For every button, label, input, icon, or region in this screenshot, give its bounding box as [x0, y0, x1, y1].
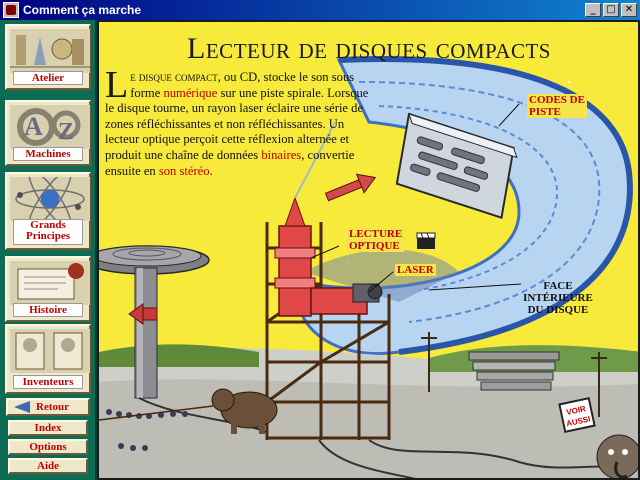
body-text-2: , stocke le son sous forme	[130, 70, 355, 100]
label-codes-line1: CODES DE	[529, 94, 585, 106]
link-numerique[interactable]: numérique	[163, 85, 218, 100]
body-lead: e disque compact	[130, 70, 218, 84]
label-lecture-line2: OPTIQUE	[349, 240, 400, 252]
window-title: Comment ça marche	[23, 3, 142, 17]
workshop-icon	[10, 29, 90, 73]
label-codes-line2: PISTE	[529, 106, 561, 118]
svg-text:A: A	[24, 112, 43, 141]
sidebar-item-label: Atelier	[13, 71, 83, 85]
label-lecture-line1: LECTURE	[349, 228, 403, 240]
label-face-interieure[interactable]: FACE INTÉRIEURE DU DISQUE	[523, 280, 593, 316]
sidebar-item-label: Histoire	[13, 303, 83, 317]
label-laser[interactable]: LASER	[395, 264, 436, 276]
atom-icon	[10, 177, 90, 221]
sidebar: Atelier A Z Machines Grands Principes	[0, 20, 97, 480]
label-codes-de-piste[interactable]: CODES DE PISTE	[527, 94, 587, 118]
portrait-icon	[10, 329, 90, 373]
sidebar-item-machines[interactable]: A Z Machines	[5, 100, 91, 166]
voir-line2: AUSSI	[565, 414, 592, 429]
maximize-button[interactable]: □	[603, 3, 619, 17]
sidebar-item-label: Inventeurs	[13, 375, 83, 389]
sidebar-item-histoire[interactable]: Histoire	[5, 256, 91, 322]
back-arrow-icon	[14, 401, 30, 413]
back-button[interactable]: Retour	[6, 398, 90, 416]
label-lecture-optique[interactable]: LECTURE OPTIQUE	[347, 228, 405, 252]
body-text-1: , ou	[217, 70, 240, 84]
body-text-3: sur une piste spirale. Lorsque le disque…	[105, 85, 369, 162]
sidebar-item-inventeurs[interactable]: Inventeurs	[5, 324, 91, 394]
label-face-line1: FACE	[543, 280, 573, 292]
svg-text:Z: Z	[58, 119, 74, 145]
minimize-button[interactable]: _	[585, 3, 601, 17]
scroll-icon	[10, 261, 90, 305]
index-button[interactable]: Index	[8, 420, 88, 436]
back-button-label: Retour	[36, 401, 69, 413]
drop-cap: L	[105, 64, 129, 106]
window-titlebar[interactable]: Comment ça marche _ □ ✕	[0, 0, 640, 20]
az-icon: A Z	[10, 105, 90, 149]
sidebar-item-label-line1: Grands	[30, 219, 66, 231]
sidebar-item-grands-principes[interactable]: Grands Principes	[5, 172, 91, 250]
label-face-line2: INTÉRIEURE	[523, 292, 593, 304]
sidebar-item-label: Machines	[13, 147, 83, 161]
sidebar-item-label-line2: Principes	[26, 230, 70, 242]
help-button[interactable]: Aide	[8, 458, 88, 474]
close-button[interactable]: ✕	[621, 3, 637, 17]
sidebar-item-atelier[interactable]: Atelier	[5, 24, 91, 90]
body-text-4: , convertie ensuite en	[105, 147, 355, 178]
options-button[interactable]: Options	[8, 439, 88, 455]
sidebar-item-label: Grands Principes	[13, 219, 83, 245]
body-cd: CD	[239, 70, 258, 84]
label-face-line3: DU DISQUE	[527, 304, 589, 316]
page-title: Lecteur de disques compacts	[187, 32, 551, 65]
app-icon[interactable]	[3, 2, 19, 18]
link-son-stereo[interactable]: son stéréo	[158, 163, 210, 178]
body-text-5: .	[209, 163, 213, 178]
link-binaires[interactable]: binaires	[261, 147, 302, 162]
